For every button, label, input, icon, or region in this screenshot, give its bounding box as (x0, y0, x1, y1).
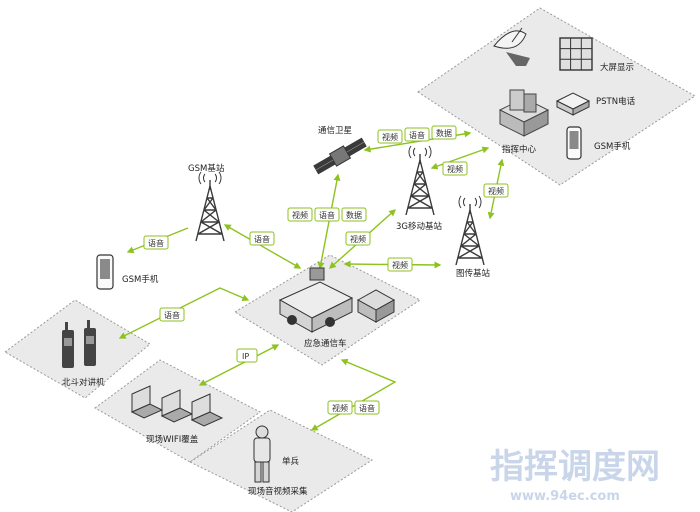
link-tags: 视频 语音 数据 视频 语音 数据 语音 语音 视频 视频 视频 视频 语音 I… (143, 125, 509, 415)
gsm-phone-right-label: GSM手机 (594, 141, 631, 152)
satellite-icon (313, 137, 367, 175)
svg-text:视频: 视频 (332, 403, 348, 413)
laptop-icon-2 (160, 389, 194, 423)
svg-text:视频: 视频 (392, 260, 408, 270)
soldier-zone (188, 409, 374, 512)
gsm-tower-icon (195, 171, 225, 242)
svg-text:视频: 视频 (292, 210, 308, 220)
tag-sat-voice: 语音 (404, 127, 430, 142)
tag-veh-data: 数据 (341, 207, 367, 222)
tag-3g-center: 视频 (442, 161, 468, 176)
pstn-phone-icon (555, 92, 591, 116)
pstn-label: PSTN电话 (596, 96, 636, 107)
svg-text:语音: 语音 (148, 238, 164, 248)
beidou-radio-icon-2 (84, 320, 96, 366)
link-wifi-vehicle (198, 344, 280, 386)
svg-text:语音: 语音 (359, 403, 375, 413)
tag-image-center: 视频 (483, 183, 509, 198)
gsm-station-label: GSM基站 (188, 163, 225, 174)
svg-text:视频: 视频 (350, 234, 366, 244)
tag-3g-vehicle: 视频 (345, 231, 371, 246)
tag-sat-video: 视频 (377, 129, 403, 144)
tag-image-vehicle: 视频 (387, 257, 413, 272)
svg-text:语音: 语音 (409, 130, 425, 140)
svg-text:语音: 语音 (254, 234, 270, 244)
big-screen-icon (559, 37, 593, 71)
command-center-label: 指挥中心 (502, 144, 537, 155)
link-soldier-vehicle (310, 358, 397, 431)
watermark-title: 指挥调度网 (490, 447, 660, 487)
emergency-vehicle-label: 应急通信车 (304, 338, 347, 349)
3g-station-label: 3G移动基站 (396, 221, 442, 232)
tag-gsm-voice-vehicle: 语音 (249, 231, 275, 246)
link-3g-center (430, 146, 490, 170)
laptop-icon (130, 385, 164, 419)
tag-soldier-voice: 语音 (354, 400, 380, 415)
image-station-label: 图传基站 (456, 268, 491, 279)
link-beidou-vehicle (118, 287, 250, 339)
tag-sat-data: 数据 (431, 125, 457, 140)
equipment-case-icon (356, 289, 396, 323)
image-tower-icon (455, 195, 485, 266)
tag-gsm-voice-phone: 语音 (143, 235, 169, 250)
wifi-label: 现场WIFI覆盖 (146, 434, 199, 445)
av-capture-label: 现场音视频采集 (248, 486, 308, 497)
svg-text:视频: 视频 (382, 132, 398, 142)
svg-text:语音: 语音 (319, 210, 335, 220)
3g-tower-icon (405, 145, 435, 216)
laptop-icon-3 (190, 393, 224, 427)
gsm-phone-icon (96, 254, 114, 290)
emergency-vehicle-icon (278, 267, 354, 333)
command-building-icon (498, 89, 550, 137)
beidou-label: 北斗对讲机 (62, 377, 105, 388)
gsm-phone-left-label: GSM手机 (122, 274, 159, 285)
tag-wifi-ip: IP (236, 348, 258, 363)
soldier-label: 单兵 (282, 456, 300, 467)
satellite-label: 通信卫星 (318, 125, 352, 136)
tag-veh-voice: 语音 (314, 207, 340, 222)
beidou-radio-icon (62, 322, 74, 368)
link-gsm-vehicle (223, 224, 302, 269)
tag-soldier-video: 视频 (327, 400, 353, 415)
svg-text:数据: 数据 (436, 128, 452, 138)
svg-text:数据: 数据 (346, 210, 362, 220)
gsm-phone-right-icon (566, 126, 582, 160)
svg-text:视频: 视频 (447, 164, 463, 174)
svg-text:语音: 语音 (164, 310, 180, 320)
satellite-dish-icon (493, 27, 530, 66)
watermark-url: www.94ec.com (510, 489, 620, 504)
tag-veh-video: 视频 (287, 207, 313, 222)
svg-text:视频: 视频 (488, 186, 504, 196)
svg-text:IP: IP (242, 352, 249, 361)
beidou-zone (4, 299, 151, 399)
tag-beidou-voice: 语音 (159, 307, 185, 322)
soldier-icon (253, 425, 271, 483)
big-screen-label: 大屏显示 (600, 62, 634, 73)
command-center-zone (417, 7, 696, 186)
